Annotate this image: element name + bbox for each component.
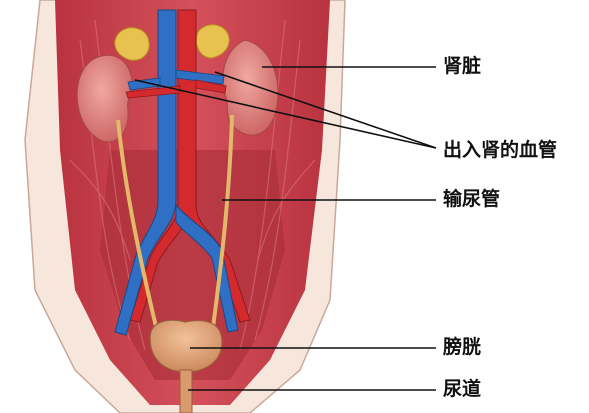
urethra <box>180 370 192 413</box>
label-renal-vessels: 出入肾的血管 <box>443 139 557 161</box>
label-kidney: 肾脏 <box>443 55 481 77</box>
label-ureter: 输尿管 <box>443 188 500 210</box>
label-urethra: 尿道 <box>443 378 481 400</box>
bladder <box>150 320 222 372</box>
label-bladder: 膀胱 <box>443 336 481 358</box>
